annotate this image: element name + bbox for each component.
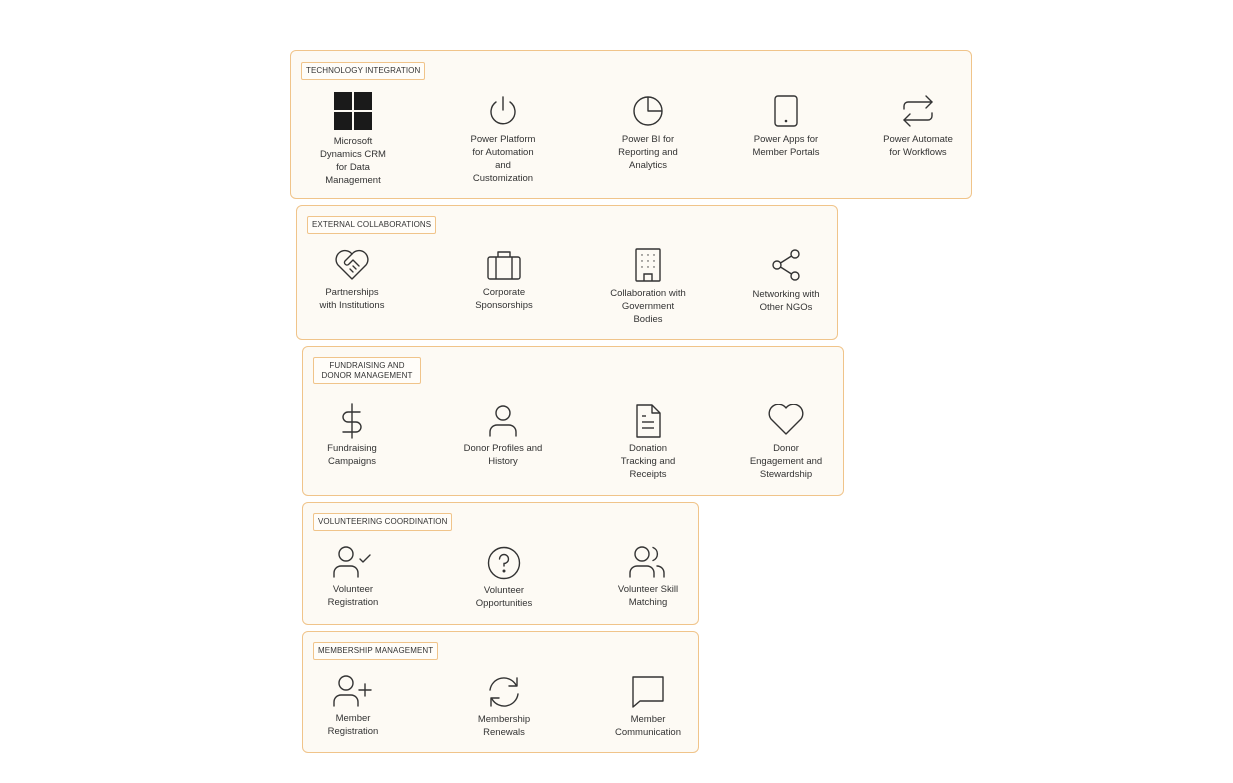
user-plus-icon [333,675,372,707]
dollar-icon [342,403,362,439]
pie-chart-icon [633,96,663,126]
node-volunteer-opportunities[interactable]: Volunteer Opportunities [459,546,549,610]
node-label: Donor Profiles and History [463,443,543,467]
node-label: Member Communication [615,714,681,738]
node-label: Collaboration with Government Bodies [610,288,686,325]
node-label: Microsoft Dynamics CRM for Data Manageme… [320,136,386,186]
handshake-heart-icon [335,249,369,280]
document-icon [636,404,661,438]
node-donor-engagement[interactable]: Donor Engagement and Stewardship [741,404,831,481]
repeat-icon [903,95,933,127]
section-title: EXTERNAL COLLABORATIONS [307,216,437,234]
node-donor-profiles[interactable]: Donor Profiles and History [458,404,548,468]
windows-logo-icon [334,92,372,130]
node-corporate-sponsorships[interactable]: Corporate Sponsorships [459,249,549,312]
users-icon [629,546,665,578]
refresh-icon [489,677,519,707]
section-technology-integration: TECHNOLOGY INTEGRATION [290,50,972,199]
node-label: Power Apps for Member Portals [752,134,820,158]
user-check-icon [333,546,371,578]
node-label: Membership Renewals [477,714,531,738]
node-donation-tracking[interactable]: Donation Tracking and Receipts [603,404,693,481]
node-label: Power Platform for Automation and Custom… [470,134,536,184]
node-power-platform[interactable]: Power Platform for Automation and Custom… [458,94,548,185]
node-label: Fundraising Campaigns [327,443,377,467]
node-label: Power BI for Reporting and Analytics [618,134,678,171]
node-label: Corporate Sponsorships [475,287,533,311]
section-title: TECHNOLOGY INTEGRATION [301,62,426,80]
node-membership-renewals[interactable]: Membership Renewals [459,675,549,739]
section-title: FUNDRAISING AND DONOR MANAGEMENT [313,357,421,385]
tablet-icon [774,95,798,127]
briefcase-icon [487,251,521,280]
share-icon [772,249,800,281]
node-label: Member Registration [327,713,379,737]
node-label: Volunteer Skill Matching [617,584,679,608]
heart-icon [768,404,804,435]
section-title: MEMBERSHIP MANAGEMENT [313,642,439,660]
node-volunteer-skill-matching[interactable]: Volunteer Skill Matching [603,545,693,609]
section-external-collaborations: EXTERNAL COLLABORATIONS [296,205,838,340]
section-volunteering-coordination: VOLUNTEERING COORDINATION [302,502,699,625]
node-member-registration[interactable]: Member Registration [308,674,398,738]
node-networking-ngos[interactable]: Networking with Other NGOs [741,248,831,314]
node-label: Volunteer Opportunities [475,585,533,609]
node-label: Partnerships with Institutions [319,287,385,311]
node-label: Volunteer Registration [327,584,379,608]
node-power-apps[interactable]: Power Apps for Member Portals [741,94,831,159]
node-label: Donation Tracking and Receipts [620,443,676,480]
node-fundraising-campaigns[interactable]: Fundraising Campaigns [307,403,397,468]
building-icon [635,248,661,282]
section-title: VOLUNTEERING COORDINATION [313,513,453,531]
node-label: Power Automate for Workflows [883,134,953,158]
power-icon [490,96,516,125]
node-government-collaboration[interactable]: Collaboration with Government Bodies [603,248,693,326]
node-dynamics-crm[interactable]: Microsoft Dynamics CRM for Data Manageme… [308,91,398,187]
section-fundraising-donor-management: FUNDRAISING AND DONOR MANAGEMENT [302,346,844,496]
node-member-communication[interactable]: Member Communication [603,675,693,739]
node-label: Donor Engagement and Stewardship [749,443,823,480]
node-volunteer-registration[interactable]: Volunteer Registration [308,545,398,609]
message-icon [632,676,664,708]
question-icon [487,546,521,580]
node-power-automate[interactable]: Power Automate for Workflows [873,94,963,159]
user-icon [489,405,517,437]
node-partnerships[interactable]: Partnerships with Institutions [307,248,397,312]
node-label: Networking with Other NGOs [752,289,820,313]
node-power-bi[interactable]: Power BI for Reporting and Analytics [603,94,693,172]
